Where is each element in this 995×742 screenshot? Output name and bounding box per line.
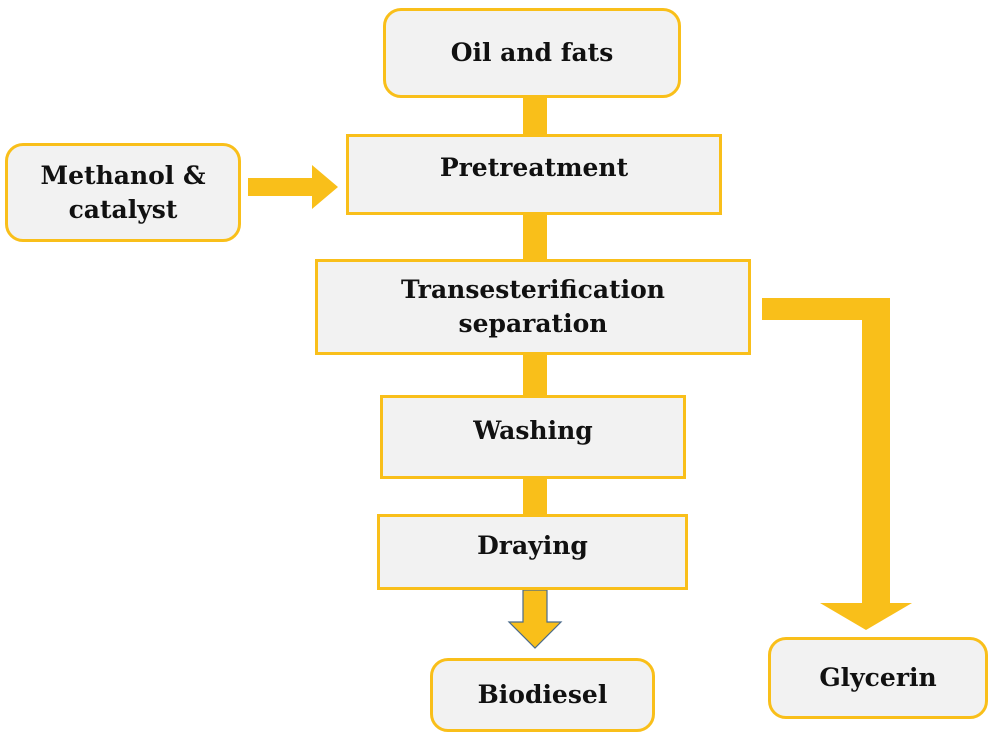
node-oil-and-fats-label: Oil and fats xyxy=(450,38,614,67)
node-transesterification-label: Transesterification separation xyxy=(400,275,665,338)
connector-transesterification-to-washing xyxy=(523,355,547,395)
node-drying: Draying xyxy=(377,514,688,590)
arrow-drying-to-biodiesel xyxy=(507,589,563,649)
arrow-methanol-to-pretreatment xyxy=(248,165,338,209)
node-biodiesel: Biodiesel xyxy=(430,658,655,732)
node-drying-label: Draying xyxy=(477,531,588,560)
node-transesterification: Transesterification separation xyxy=(315,259,751,355)
node-oil-and-fats: Oil and fats xyxy=(383,8,681,98)
node-pretreatment: Pretreatment xyxy=(346,134,722,215)
node-pretreatment-label: Pretreatment xyxy=(439,153,629,182)
node-methanol-catalyst-label: Methanol & catalyst xyxy=(40,160,206,224)
node-glycerin: Glycerin xyxy=(768,637,988,719)
arrow-transesterification-to-glycerin xyxy=(762,298,912,630)
connector-oil-to-pretreatment xyxy=(523,98,547,134)
connector-pretreatment-to-transesterification xyxy=(523,215,547,259)
node-methanol-catalyst: Methanol & catalyst xyxy=(5,143,241,242)
node-glycerin-label: Glycerin xyxy=(819,663,937,692)
node-biodiesel-label: Biodiesel xyxy=(477,680,608,709)
connector-washing-to-drying xyxy=(523,479,547,514)
node-washing: Washing xyxy=(380,395,686,479)
node-washing-label: Washing xyxy=(473,416,593,445)
